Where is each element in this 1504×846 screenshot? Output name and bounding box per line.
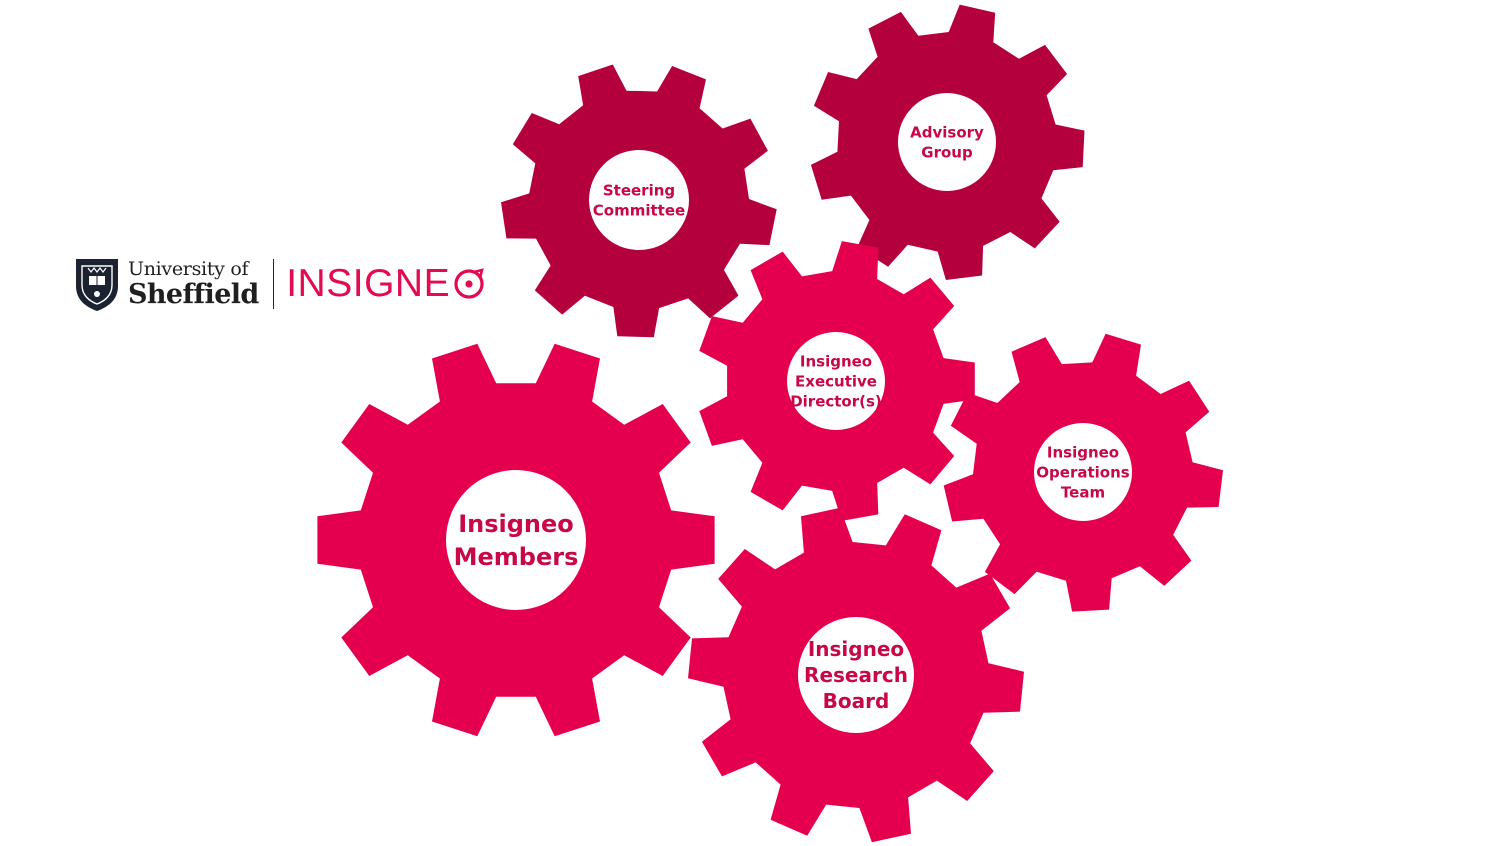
gear-label-research-board-line-2: Research: [804, 663, 908, 687]
insigneo-wordmark-text: INSIGNE: [286, 262, 451, 305]
gear-label-advisory-group-line-2: Group: [921, 143, 973, 161]
gear-label-operations-team-line-3: Team: [1061, 483, 1105, 501]
insigneo-logo: INSIGNE: [286, 262, 486, 306]
gear-hub-members: [446, 470, 586, 610]
gear-label-steering-committee-line-1: Steering: [603, 181, 675, 199]
gear-hub-research-board: [798, 617, 914, 733]
gear-label-executive-directors-line-1: Insigneo: [800, 352, 872, 370]
gear-label-members-line-1: Insigneo: [458, 510, 574, 538]
university-line-1: University of: [128, 258, 249, 280]
gear-label-executive-directors-line-2: Executive: [795, 372, 877, 390]
university-line-2: Sheffield: [128, 279, 259, 310]
gear-label-steering-committee-line-2: Committee: [593, 201, 685, 219]
logo-block: University of Sheffield INSIGNE: [74, 254, 486, 314]
gear-hub-steering-committee: [589, 150, 689, 250]
university-crest-icon: [76, 259, 118, 311]
gear-hub-executive-directors: [787, 332, 885, 430]
gear-label-executive-directors-line-3: Director(s): [790, 392, 882, 410]
university-name: University of Sheffield: [128, 258, 259, 310]
gear-label-operations-team-line-1: Insigneo: [1047, 443, 1119, 461]
insigneo-o-target-icon: [454, 268, 484, 299]
gear-hub-operations-team: [1034, 423, 1132, 521]
gear-label-members-line-2: Members: [454, 543, 579, 571]
gear-label-research-board-line-1: Insigneo: [808, 637, 904, 661]
gear-hub-advisory-group: [898, 93, 996, 191]
gear-label-research-board-line-3: Board: [823, 689, 890, 713]
logo-divider: [272, 259, 275, 309]
gear-label-advisory-group-line-1: Advisory: [910, 123, 984, 141]
gear-label-operations-team-line-2: Operations: [1036, 463, 1129, 481]
